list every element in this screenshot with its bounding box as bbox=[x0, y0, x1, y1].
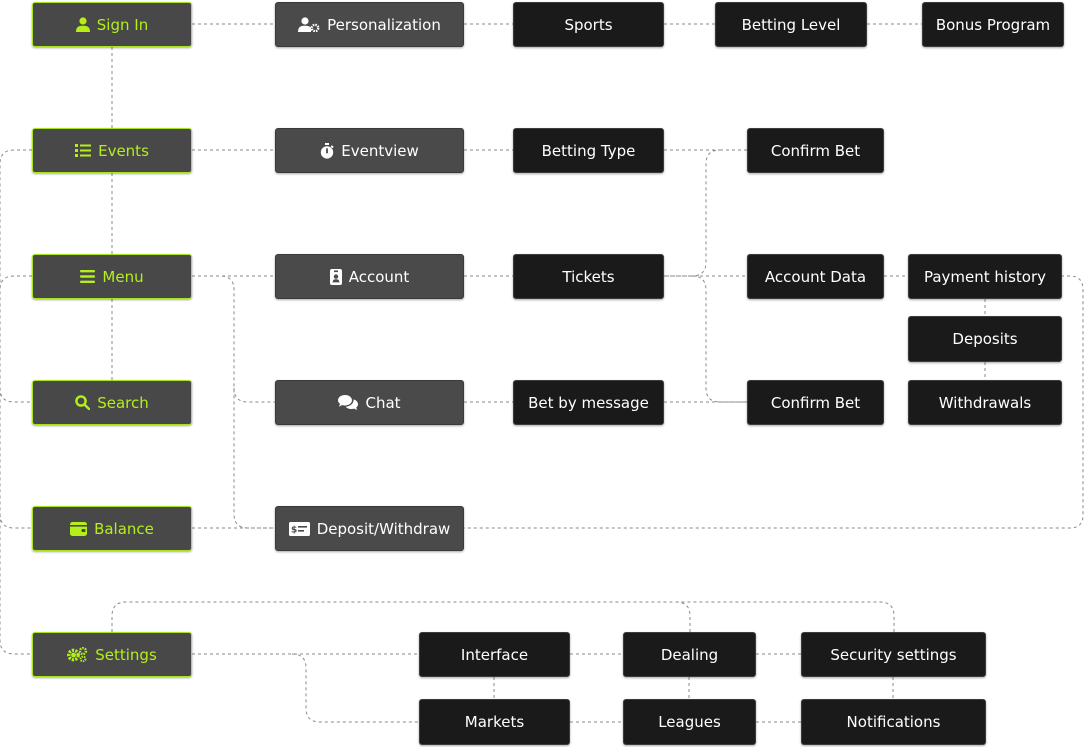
account-data-node[interactable]: Account Data bbox=[747, 254, 884, 299]
svg-text:$: $ bbox=[291, 525, 297, 535]
sign-in-node[interactable]: Sign In bbox=[32, 2, 192, 47]
settings-label: Settings bbox=[95, 645, 157, 664]
deposits-node[interactable]: Deposits bbox=[908, 316, 1062, 362]
dealing-node[interactable]: Dealing bbox=[623, 632, 756, 677]
sports-node[interactable]: Sports bbox=[513, 2, 664, 47]
deposit-withdraw-node[interactable]: $ Deposit/Withdraw bbox=[275, 506, 464, 551]
bet-by-message-label: Bet by message bbox=[528, 393, 649, 412]
betting-type-node[interactable]: Betting Type bbox=[513, 128, 664, 173]
account-data-label: Account Data bbox=[764, 267, 867, 286]
deposits-label: Deposits bbox=[952, 330, 1018, 348]
bonus-program-label: Bonus Program bbox=[935, 15, 1051, 34]
bet-by-message-node[interactable]: Bet by message bbox=[513, 380, 664, 425]
bonus-program-node[interactable]: Bonus Program bbox=[922, 2, 1064, 47]
deposit-withdraw-label: Deposit/Withdraw bbox=[316, 519, 451, 538]
confirm-bet-top-node[interactable]: Confirm Bet bbox=[747, 128, 884, 173]
list-icon bbox=[75, 144, 92, 157]
id-badge-icon bbox=[329, 268, 342, 285]
wallet-icon bbox=[70, 521, 88, 536]
money-check-icon: $ bbox=[288, 521, 310, 536]
confirm-bet-bottom-label: Confirm Bet bbox=[770, 393, 861, 412]
leagues-node[interactable]: Leagues bbox=[623, 699, 756, 745]
hamburger-icon bbox=[80, 270, 96, 283]
sports-label: Sports bbox=[564, 15, 613, 34]
menu-label: Menu bbox=[102, 267, 144, 286]
events-label: Events bbox=[98, 141, 149, 160]
security-settings-node[interactable]: Security settings bbox=[801, 632, 986, 677]
personalization-node[interactable]: Personalization bbox=[275, 2, 464, 47]
eventview-label: Eventview bbox=[341, 141, 419, 160]
personalization-label: Personalization bbox=[327, 15, 441, 34]
stopwatch-icon bbox=[321, 142, 334, 159]
balance-node[interactable]: Balance bbox=[32, 506, 192, 551]
gears-icon bbox=[67, 647, 88, 662]
interface-node[interactable]: Interface bbox=[419, 632, 570, 677]
markets-label: Markets bbox=[464, 713, 525, 731]
comments-icon bbox=[338, 395, 359, 410]
chat-label: Chat bbox=[365, 393, 401, 412]
dealing-label: Dealing bbox=[660, 645, 719, 664]
payment-history-label: Payment history bbox=[923, 267, 1047, 286]
user-icon bbox=[75, 17, 90, 32]
betting-level-node[interactable]: Betting Level bbox=[715, 2, 867, 47]
payment-history-node[interactable]: Payment history bbox=[908, 254, 1062, 299]
betting-type-label: Betting Type bbox=[541, 141, 636, 160]
leagues-label: Leagues bbox=[658, 713, 721, 731]
balance-label: Balance bbox=[94, 519, 154, 538]
betting-level-label: Betting Level bbox=[741, 15, 841, 34]
markets-node[interactable]: Markets bbox=[419, 699, 570, 745]
security-settings-label: Security settings bbox=[830, 645, 957, 664]
tickets-node[interactable]: Tickets bbox=[513, 254, 664, 299]
user-gear-icon bbox=[298, 17, 320, 32]
events-node[interactable]: Events bbox=[32, 128, 192, 173]
interface-label: Interface bbox=[460, 645, 529, 664]
eventview-node[interactable]: Eventview bbox=[275, 128, 464, 173]
account-label: Account bbox=[348, 267, 410, 286]
notifications-label: Notifications bbox=[846, 713, 941, 731]
menu-node[interactable]: Menu bbox=[32, 254, 192, 299]
withdrawals-node[interactable]: Withdrawals bbox=[908, 380, 1062, 425]
notifications-node[interactable]: Notifications bbox=[801, 699, 986, 745]
confirm-bet-bottom-node[interactable]: Confirm Bet bbox=[747, 380, 884, 425]
search-label: Search bbox=[97, 393, 149, 412]
confirm-bet-top-label: Confirm Bet bbox=[770, 141, 861, 160]
withdrawals-label: Withdrawals bbox=[938, 393, 1032, 412]
search-node[interactable]: Search bbox=[32, 380, 192, 425]
sign-in-label: Sign In bbox=[96, 15, 149, 34]
chat-node[interactable]: Chat bbox=[275, 380, 464, 425]
account-node[interactable]: Account bbox=[275, 254, 464, 299]
tickets-label: Tickets bbox=[562, 267, 615, 286]
search-icon bbox=[75, 395, 91, 410]
settings-node[interactable]: Settings bbox=[32, 632, 192, 677]
